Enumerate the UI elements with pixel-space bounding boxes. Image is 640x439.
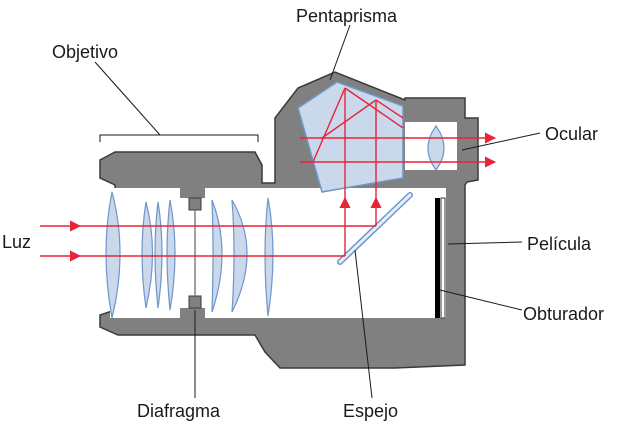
light-rays (40, 87, 497, 262)
lens-element-7 (264, 197, 274, 317)
shutter (435, 198, 440, 318)
label-ocular: Ocular (545, 124, 598, 144)
leader-obturador (439, 289, 523, 311)
leader-lines (94, 24, 541, 399)
objective-bracket (99, 134, 259, 142)
label-diafragma: Diafragma (137, 401, 221, 421)
reflex-mirror-core (338, 193, 412, 264)
film (440, 197, 446, 319)
eyepiece-lens (427, 124, 445, 172)
diaphragm-lower (188, 295, 202, 309)
lens-element-4 (166, 199, 176, 311)
leader-espejo (354, 249, 373, 399)
lens-element-3 (154, 201, 163, 309)
lens-element-2 (141, 201, 154, 309)
lens-element-1 (105, 191, 121, 319)
label-espejo: Espejo (343, 401, 398, 421)
leader-pelicula (447, 241, 523, 245)
leader-ocular (461, 132, 541, 151)
leader-objetivo (94, 61, 161, 136)
leader-pentaprisma (329, 24, 351, 81)
label-pelicula: Película (527, 234, 592, 254)
diaphragm-upper (188, 197, 202, 211)
mirror-box-interior (300, 188, 446, 318)
label-luz: Luz (2, 232, 31, 252)
label-obturador: Obturador (523, 304, 604, 324)
label-objetivo: Objetivo (52, 42, 118, 62)
label-pentaprisma: Pentaprisma (296, 6, 398, 26)
